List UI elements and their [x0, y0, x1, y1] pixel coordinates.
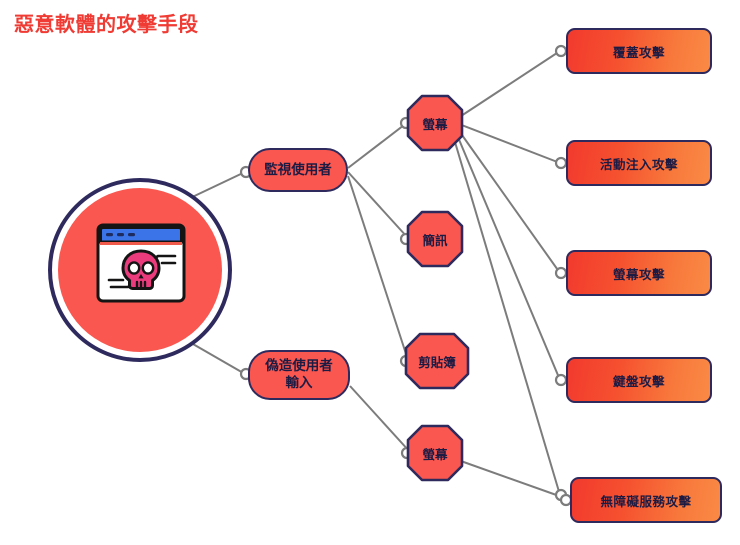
center-node[interactable]: [48, 178, 232, 362]
channel-label-clipboard: 剪貼簿: [418, 355, 456, 370]
page-title: 惡意軟體的攻擊手段: [14, 14, 199, 36]
edge-monitor-screen-top: [347, 121, 409, 169]
branch-label-forge-line1: 偽造使用者: [265, 358, 333, 374]
channel-label-screen-bottom: 螢幕: [422, 447, 448, 462]
edge-endpoint: [554, 488, 568, 502]
branch-label-monitor: 監視使用者: [264, 161, 332, 177]
edge-forge-screen-bottom: [349, 385, 411, 453]
edge-screentop-keyboard: [454, 129, 561, 381]
attack-label-overlay: 覆蓋攻擊: [612, 45, 665, 60]
edge-screentop-screenattack: [456, 127, 561, 274]
attack-label-activity-injection: 活動注入攻擊: [599, 157, 678, 172]
attack-box-overlay[interactable]: 覆蓋攻擊: [566, 28, 712, 74]
edge-monitor-sms: [347, 171, 409, 239]
attack-box-keyboard-attack[interactable]: 鍵盤攻擊: [566, 357, 712, 403]
edge-screentop-accessibility: [451, 131, 561, 496]
edge-screentop-activity: [458, 123, 561, 164]
attack-label-accessibility-attack: 無障礙服務攻擊: [600, 494, 692, 509]
octagon-shape: [404, 332, 470, 390]
octagon-shape: [406, 210, 464, 268]
attack-box-screen-attack[interactable]: 螢幕攻擊: [566, 250, 712, 296]
channel-label-screen-top: 螢幕: [422, 117, 448, 132]
octagon-shape: [406, 94, 464, 152]
channel-node-screen-bottom[interactable]: 螢幕: [406, 424, 464, 482]
channel-node-sms[interactable]: 簡訊: [406, 210, 464, 268]
attack-box-accessibility-attack[interactable]: 無障礙服務攻擊: [570, 477, 722, 523]
branch-node-monitor[interactable]: 監視使用者: [248, 148, 348, 192]
attack-label-screen-attack: 螢幕攻擊: [612, 267, 665, 282]
channel-label-sms: 簡訊: [422, 233, 448, 248]
attack-box-activity-injection[interactable]: 活動注入攻擊: [566, 140, 712, 186]
edge-screenbottom-accessibility: [457, 459, 563, 498]
branch-label-forge-line2: 輸入: [285, 375, 313, 390]
attack-label-keyboard-attack: 鍵盤攻擊: [612, 374, 665, 389]
channel-node-clipboard[interactable]: 剪貼簿: [404, 332, 470, 390]
edge-endpoint: [554, 266, 568, 280]
octagon-shape: [406, 424, 464, 482]
edge-screentop-overlay: [457, 50, 561, 119]
edge-endpoint: [554, 373, 568, 387]
branch-node-forge[interactable]: 偽造使用者 輸入: [248, 350, 350, 400]
edge-monitor-clipboard: [347, 175, 409, 361]
edge-endpoint: [554, 156, 568, 170]
malware-browser-skull-icon: [96, 223, 186, 303]
edge-endpoint: [554, 44, 568, 58]
channel-node-screen-top[interactable]: 螢幕: [406, 94, 464, 152]
